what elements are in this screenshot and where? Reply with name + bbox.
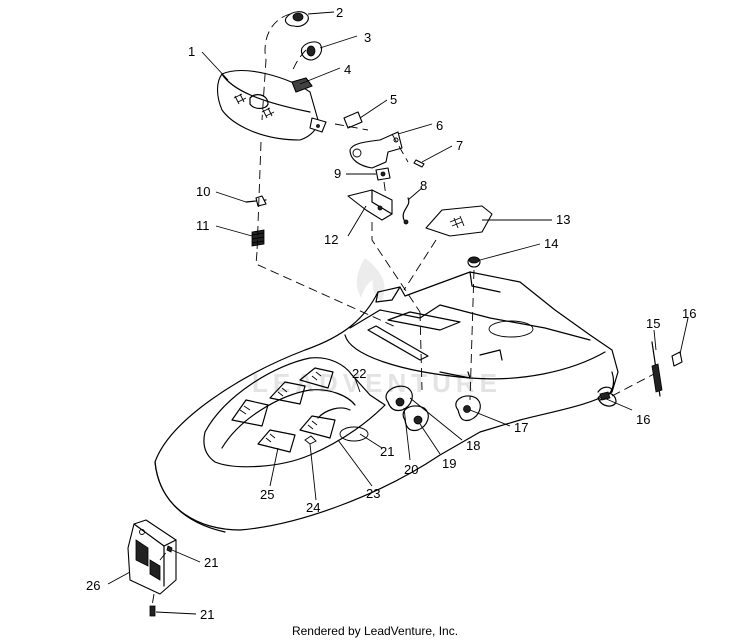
pin-10 <box>245 195 267 207</box>
callout-labels: 1 2 3 4 5 6 7 8 9 10 11 12 13 14 15 16 1… <box>86 5 696 622</box>
callout-17: 17 <box>514 420 528 435</box>
clip-8 <box>402 197 410 225</box>
screw-21-a <box>166 545 173 553</box>
callout-21-bottom: 21 <box>200 607 214 622</box>
leader-lines <box>107 11 689 615</box>
callout-25: 25 <box>260 487 274 502</box>
callout-21-console: 21 <box>380 444 394 459</box>
callout-9: 9 <box>334 166 341 181</box>
hood-body <box>154 271 619 533</box>
mount-bracket-12 <box>347 189 393 221</box>
callout-1: 1 <box>188 44 195 59</box>
callout-3: 3 <box>364 30 371 45</box>
callout-19: 19 <box>442 456 456 471</box>
cover-13 <box>425 205 493 237</box>
callout-15: 15 <box>646 316 660 331</box>
callout-20: 20 <box>404 462 418 477</box>
callout-26: 26 <box>86 578 100 593</box>
callout-8: 8 <box>420 178 427 193</box>
grommet-14 <box>467 256 481 268</box>
nut-9 <box>375 167 391 181</box>
exploded-view-lines <box>151 13 655 607</box>
clip-16-side <box>599 391 611 401</box>
callout-13: 13 <box>556 212 570 227</box>
screw-7 <box>413 159 425 168</box>
callout-24: 24 <box>306 500 320 515</box>
callout-14: 14 <box>544 236 558 251</box>
callout-16-side: 16 <box>636 412 650 427</box>
callout-4: 4 <box>344 62 351 77</box>
callout-5: 5 <box>390 92 397 107</box>
callout-12: 12 <box>324 232 338 247</box>
bulb-2 <box>284 11 309 27</box>
bulb-3 <box>300 41 323 61</box>
footer-credit: Rendered by LeadVenture, Inc. <box>291 624 459 638</box>
callout-21-bracket: 21 <box>204 555 218 570</box>
callout-2: 2 <box>336 5 343 20</box>
rod-15 <box>651 341 663 397</box>
callout-6: 6 <box>436 118 443 133</box>
callout-16-top: 16 <box>682 306 696 321</box>
spring-11 <box>251 229 265 247</box>
callout-18: 18 <box>466 438 480 453</box>
screw-21-b <box>149 605 156 617</box>
headlight-assembly <box>216 70 327 141</box>
callout-22: 22 <box>352 366 366 381</box>
bracket-6 <box>349 131 403 169</box>
clip-16-top <box>671 351 683 367</box>
callout-7: 7 <box>456 138 463 153</box>
callout-23: 23 <box>366 486 380 501</box>
switch-bracket-26 <box>127 519 177 595</box>
pad-5 <box>343 111 363 129</box>
callout-10: 10 <box>196 184 210 199</box>
callout-11: 11 <box>196 218 210 233</box>
